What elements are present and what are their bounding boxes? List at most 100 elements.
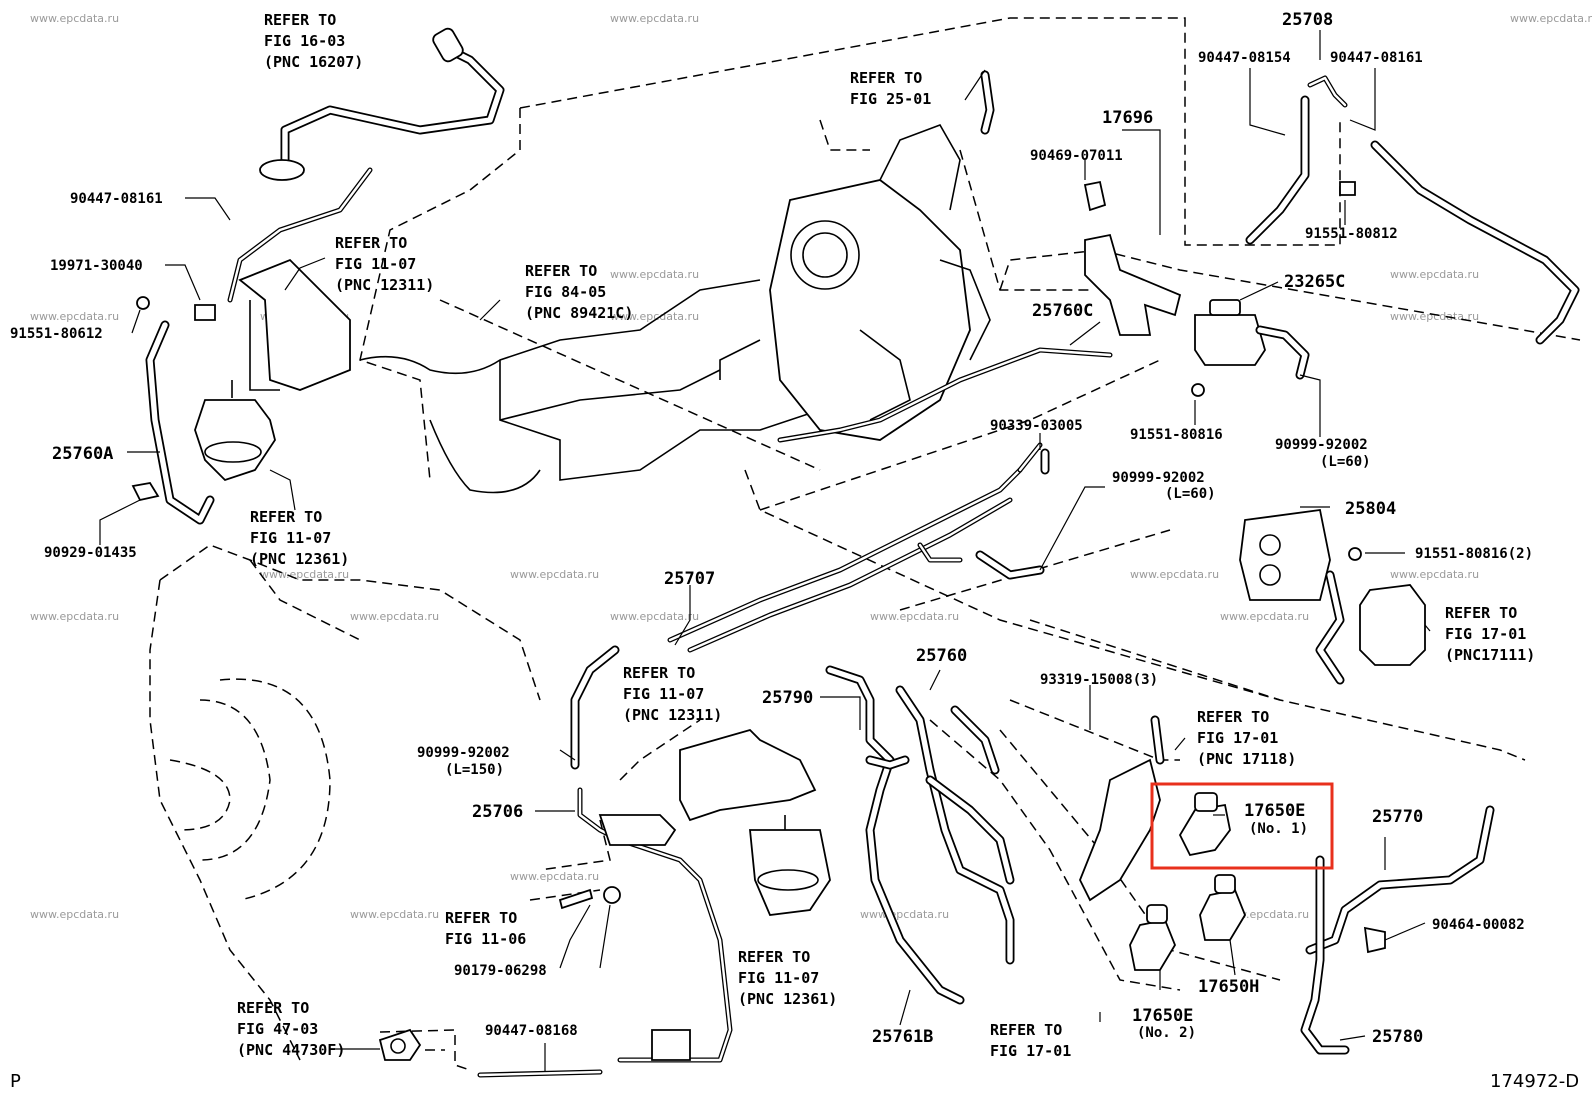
watermark: www.epcdata.ru — [350, 610, 439, 623]
left-bracket — [131, 167, 373, 525]
hose-25708 — [1245, 75, 1580, 345]
part-label: (L=60) — [1320, 454, 1371, 470]
refer-fig-11-07-c: REFER TO FIG 11-07 (PNC 12311) — [623, 664, 722, 724]
refer-line: FIG 11-07 — [623, 685, 704, 703]
refer-fig-11-07-b: REFER TO FIG 11-07 (PNC 12361) — [250, 508, 349, 568]
refer-line: FIG 11-06 — [445, 930, 526, 948]
pipe-25706 — [378, 787, 733, 1078]
bracket-17696 — [1083, 180, 1182, 336]
refer-line: FIG 17-01 — [1197, 729, 1278, 747]
part-label: 90447-08161 — [1330, 50, 1423, 66]
engine-mount-brackets — [679, 728, 831, 916]
watermark: www.epcdata.ru — [30, 12, 119, 25]
watermark: www.epcdata.ru — [1130, 568, 1219, 581]
part-label: 17696 — [1102, 108, 1153, 128]
refer-line: FIG 17-01 — [1445, 625, 1526, 643]
refer-fig-25-01: REFER TO FIG 25-01 — [850, 69, 931, 108]
watermark: www.epcdata.ru — [510, 870, 599, 883]
watermark: www.epcdata.ru — [1390, 568, 1479, 581]
part-label: 90339-03005 — [990, 418, 1083, 434]
leader-lines — [99, 30, 1431, 1072]
part-label: 90464-00082 — [1432, 917, 1525, 933]
throttle-body — [719, 70, 995, 441]
part-label: 90447-08161 — [70, 191, 163, 207]
pcv-pipe — [259, 27, 505, 181]
refer-line: FIG 16-03 — [264, 32, 345, 50]
refer-line: FIG 11-07 — [335, 255, 416, 273]
refer-line: (PNC 12361) — [250, 550, 349, 568]
part-label: 25760A — [52, 444, 113, 464]
refer-line: REFER TO — [850, 69, 922, 87]
part-label: 93319-15008(3) — [1040, 672, 1158, 688]
refer-line: (PNC 16207) — [264, 53, 363, 71]
part-label: (No. 1) — [1249, 821, 1308, 837]
refer-line: FIG 11-07 — [738, 969, 819, 987]
hoses-25790 — [825, 665, 1015, 1005]
refer-line: (PNC 44730F) — [237, 1041, 345, 1059]
refer-line: (PNC 12361) — [738, 990, 837, 1008]
refer-line: REFER TO — [264, 11, 336, 29]
refer-fig-17-01-a: REFER TO FIG 17-01 (PNC17111) — [1445, 604, 1535, 664]
refer-line: REFER TO — [525, 262, 597, 280]
refer-line: FIG 17-01 — [990, 1042, 1071, 1060]
part-label: (No. 2) — [1137, 1025, 1196, 1041]
watermark: www.epcdata.ru — [610, 12, 699, 25]
engine-outline — [359, 17, 1581, 991]
watermark: www.epcdata.ru — [610, 310, 699, 323]
watermark: www.epcdata.ru — [30, 610, 119, 623]
refer-fig-84-05: REFER TO FIG 84-05 (PNC 89421C) — [525, 262, 633, 322]
refer-fig-47-03: REFER TO FIG 47-03 (PNC 44730F) — [237, 999, 345, 1059]
part-label: 90447-08154 — [1198, 50, 1291, 66]
part-labels: 25708 90447-08154 90447-08161 17696 9046… — [10, 10, 1533, 1047]
part-label: 17650H — [1198, 977, 1259, 997]
part-label: 17650E — [1132, 1006, 1193, 1026]
vsv-group-25804 — [1239, 508, 1426, 685]
refer-line: (PNC17111) — [1445, 646, 1535, 664]
part-label: 90179-06298 — [454, 963, 547, 979]
part-label: 25707 — [664, 569, 715, 589]
part-label: 90999-92002 — [1275, 437, 1368, 453]
part-label: 25770 — [1372, 807, 1423, 827]
watermark: www.epcdata.ru — [610, 610, 699, 623]
part-label: 25790 — [762, 688, 813, 708]
watermark: www.epcdata.ru — [610, 268, 699, 281]
watermark: www.epcdata.ru — [30, 908, 119, 921]
part-label: 19971-30040 — [50, 258, 143, 274]
corner-mark: P — [10, 1071, 21, 1092]
watermark: www.epcdata.ru — [860, 908, 949, 921]
part-label: 90469-07011 — [1030, 148, 1123, 164]
watermark: www.epcdata.ru — [1510, 12, 1592, 25]
refer-line: (PNC 17118) — [1197, 750, 1296, 768]
refer-line: REFER TO — [250, 508, 322, 526]
refer-line: FIG 47-03 — [237, 1020, 318, 1038]
transmission-outline — [149, 544, 541, 1061]
vacuum-tube-assembly — [570, 442, 1050, 770]
highlight-box-17650e-no1[interactable] — [1150, 782, 1334, 870]
part-label: 91551-80812 — [1305, 226, 1398, 242]
part-label: 25760C — [1032, 301, 1093, 321]
refer-line: REFER TO — [445, 909, 517, 927]
part-label: 90447-08168 — [485, 1023, 578, 1039]
watermark: www.epcdata.ru — [1220, 610, 1309, 623]
watermark: www.epcdata.ru — [510, 568, 599, 581]
part-label: 90999-92002 — [417, 745, 510, 761]
part-label: 23265C — [1284, 272, 1345, 292]
refer-line: REFER TO — [335, 234, 407, 252]
diagram-code: 174972-D — [1490, 1071, 1579, 1092]
refer-line: REFER TO — [1445, 604, 1517, 622]
watermark: www.epcdata.ru — [1390, 268, 1479, 281]
part-label: 25804 — [1345, 499, 1396, 519]
refer-fig-17-01-c: REFER TO FIG 17-01 — [990, 1021, 1071, 1060]
refer-line: FIG 25-01 — [850, 90, 931, 108]
hose-25760c — [777, 299, 1310, 443]
refer-line: REFER TO — [1197, 708, 1269, 726]
refer-line: (PNC 12311) — [623, 706, 722, 724]
refer-line: (PNC 89421C) — [525, 304, 633, 322]
part-label: 25708 — [1282, 10, 1333, 30]
refer-fig-11-06: REFER TO FIG 11-06 — [445, 909, 526, 948]
refer-fig-11-07-d: REFER TO FIG 11-07 (PNC 12361) — [738, 948, 837, 1008]
watermark: www.epcdata.ru — [1390, 310, 1479, 323]
refer-line: REFER TO — [237, 999, 309, 1017]
part-label: 91551-80612 — [10, 326, 103, 342]
refer-fig-17-01-b: REFER TO FIG 17-01 (PNC 17118) — [1197, 708, 1296, 768]
